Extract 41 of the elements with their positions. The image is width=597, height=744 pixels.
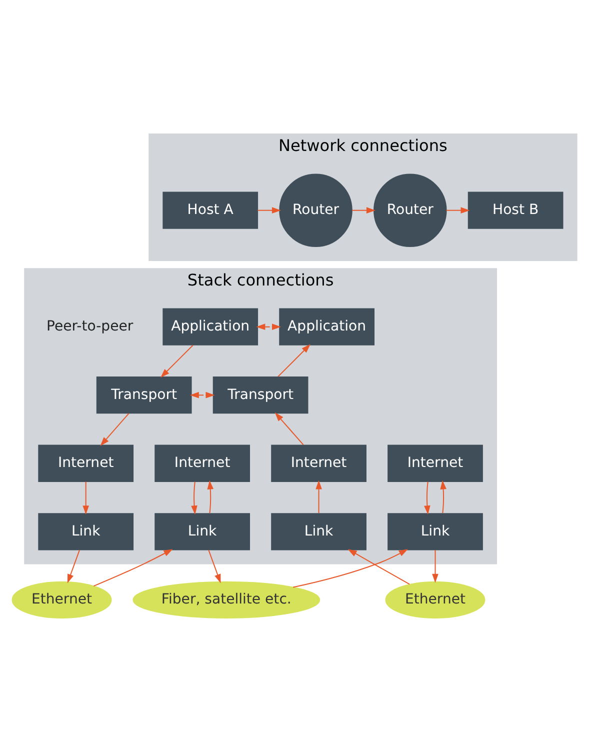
arrow xyxy=(258,207,281,214)
node-ellipse: Ethernet xyxy=(12,581,112,618)
node-circle: Router xyxy=(279,174,352,247)
node-box: Internet xyxy=(271,444,366,482)
arrow xyxy=(191,482,198,515)
arrow xyxy=(274,412,304,446)
node-box: Transport xyxy=(96,376,192,414)
node-box: Host B xyxy=(468,192,564,229)
arrow xyxy=(160,344,194,378)
arrow xyxy=(207,480,214,514)
node-circle: Router xyxy=(374,174,447,247)
arrow xyxy=(352,207,376,214)
node-box: Internet xyxy=(154,444,250,482)
node-box: Internet xyxy=(388,444,483,482)
arrow xyxy=(446,207,470,214)
node-box: Transport xyxy=(212,376,308,414)
arrow xyxy=(190,392,215,398)
node-box: Link xyxy=(38,513,134,550)
arrow xyxy=(82,482,90,515)
node-box: Link xyxy=(154,513,250,550)
node-box: Host A xyxy=(162,192,258,229)
arrow xyxy=(293,549,408,588)
arrow xyxy=(208,550,221,584)
arrow xyxy=(94,549,173,586)
node-ellipse: Ethernet xyxy=(385,581,486,618)
arrow xyxy=(432,550,438,583)
arrow xyxy=(440,480,446,514)
arrow xyxy=(348,549,410,585)
arrow xyxy=(256,324,282,330)
node-box: Application xyxy=(162,308,258,346)
arrow xyxy=(424,482,430,515)
arrow xyxy=(100,413,130,446)
node-box: Link xyxy=(388,513,483,550)
arrow xyxy=(316,480,322,514)
node-box: Internet xyxy=(38,444,134,482)
arrow xyxy=(278,344,310,377)
arrow xyxy=(67,550,80,584)
node-box: Application xyxy=(279,308,374,346)
node-box: Link xyxy=(271,513,366,550)
node-ellipse: Fiber, satellite etc. xyxy=(132,581,320,618)
label: Peer-to-peer xyxy=(46,318,134,335)
